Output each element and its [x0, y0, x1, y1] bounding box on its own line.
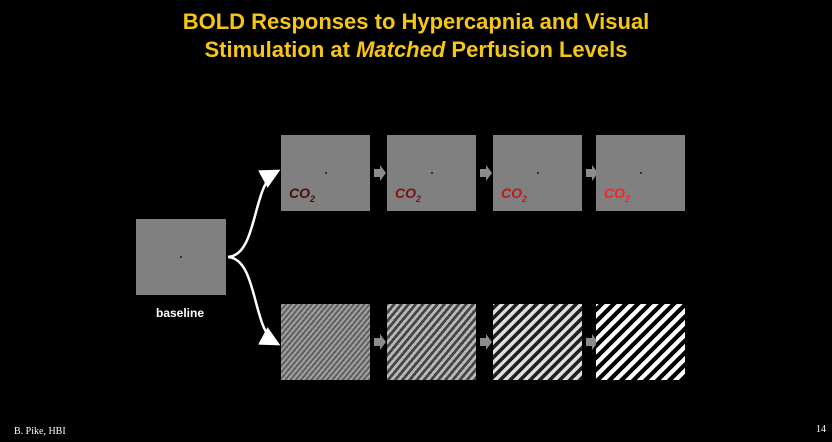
fixation-dot [180, 256, 182, 258]
co2-panel-1: CO2 [281, 135, 370, 211]
co2-label: CO2 [395, 185, 421, 204]
baseline-label: baseline [156, 306, 205, 320]
co2-label-text: CO [289, 185, 310, 201]
fixation-dot [430, 172, 433, 174]
co2-label-subscript: 2 [310, 193, 316, 204]
title-emphasis: Matched [356, 37, 446, 62]
step-arrow-icon [586, 334, 598, 350]
author-footer: B. Pike, HBI [14, 426, 66, 437]
co2-label-subscript: 2 [416, 193, 422, 204]
grating-panel-1 [281, 304, 370, 380]
fixation-dot [639, 172, 642, 174]
co2-panel-3: CO2 [493, 135, 582, 211]
baseline-panel [136, 219, 226, 295]
grating-panel-2 [387, 304, 476, 380]
arrow-down-branch [227, 255, 281, 346]
grating-panel-4 [596, 304, 685, 380]
co2-label-text: CO [501, 185, 522, 201]
fixation-dot [536, 172, 539, 174]
co2-panel-2: CO2 [387, 135, 476, 211]
page-number: 14 [816, 424, 826, 435]
fixation-dot [324, 172, 327, 174]
co2-panel-4: CO2 [596, 135, 685, 211]
step-arrow-icon [480, 165, 492, 181]
step-arrow-icon [374, 334, 386, 350]
title-line-2-pre: Stimulation at [204, 37, 357, 62]
co2-label-text: CO [604, 185, 625, 201]
step-arrow-icon [586, 165, 598, 181]
arrow-up-branch [227, 169, 281, 259]
title-line-1: BOLD Responses to Hypercapnia and Visual [182, 9, 650, 34]
title-line-2-post: Perfusion Levels [445, 37, 628, 62]
co2-label: CO2 [289, 185, 315, 204]
grating-panel-3 [493, 304, 582, 380]
step-arrow-icon [480, 334, 492, 350]
co2-label-subscript: 2 [522, 193, 528, 204]
co2-label-subscript: 2 [625, 193, 631, 204]
slide-title: BOLD Responses to Hypercapnia and Visual… [0, 8, 832, 64]
co2-label: CO2 [501, 185, 527, 204]
co2-label: CO2 [604, 185, 630, 204]
title-line-2: Stimulation at Matched Perfusion Levels [0, 36, 832, 64]
step-arrow-icon [374, 165, 386, 181]
co2-label-text: CO [395, 185, 416, 201]
